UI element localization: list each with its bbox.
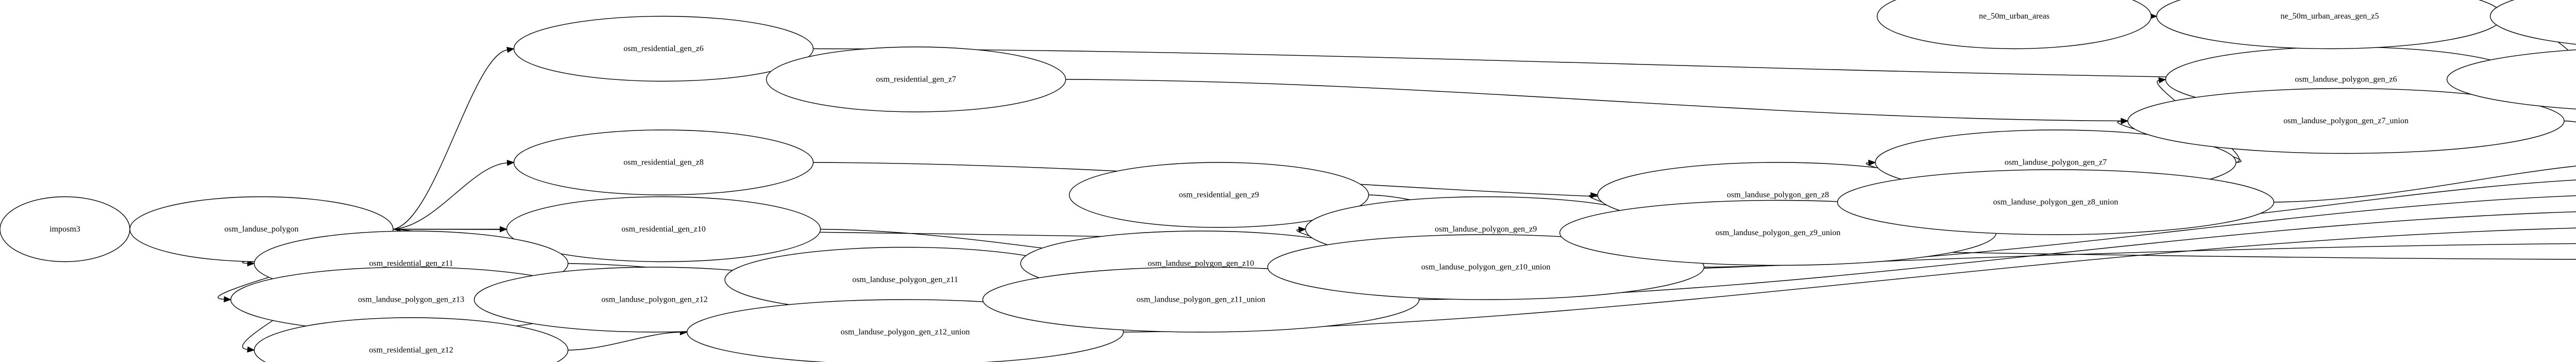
node-label: osm_landuse_polygon_gen_z12_union	[841, 328, 970, 337]
node-label: osm_residential_gen_z8	[623, 158, 704, 167]
node-label: osm_residential_gen_z12	[369, 346, 453, 355]
graph-node-osm_residential_gen_z6[interactable]: osm_residential_gen_z6	[513, 15, 814, 82]
node-label: osm_landuse_polygon_gen_z7_union	[2283, 117, 2409, 125]
node-ellipse	[1876, 0, 2152, 50]
graph-node-osm_residential_gen_z12[interactable]: osm_residential_gen_z12	[253, 317, 569, 362]
node-label: osm_landuse_polygon_gen_z10	[1148, 259, 1254, 268]
node-label: ne_50m_urban_areas	[1979, 12, 2049, 21]
graph-edge	[393, 159, 515, 230]
node-ellipse	[513, 129, 814, 195]
graph-node-ne_50m_urban_areas_gen_z5[interactable]: ne_50m_urban_areas_gen_z5	[2156, 0, 2503, 50]
graph-node-osm_landuse_polygon_gen_z7_union[interactable]: osm_landuse_polygon_gen_z7_union	[2127, 88, 2565, 154]
node-label: osm_landuse_polygon_gen_z13	[358, 295, 464, 304]
node-ellipse	[253, 317, 569, 362]
graph-edge	[1123, 227, 2576, 333]
node-label: osm_landuse_polygon_gen_z9_union	[1716, 228, 1841, 237]
graph-node-ne_50m_urban_areas_gen_z4[interactable]: ne_50m_urban_areas_gen_z4	[2489, 0, 2576, 49]
node-label: osm_landuse_polygon_gen_z10_union	[1421, 263, 1551, 272]
node-label: osm_residential_gen_z7	[876, 75, 956, 84]
node-label: osm_landuse_polygon_gen_z6	[2295, 75, 2397, 84]
node-label: osm_landuse_polygon_gen_z8	[1727, 191, 1829, 200]
node-label: osm_landuse_polygon_gen_z7	[2005, 158, 2107, 167]
node-label: imposm3	[49, 225, 80, 234]
graph-node-osm_landuse_polygon_gen_z8_union[interactable]: osm_landuse_polygon_gen_z8_union	[1837, 169, 2275, 235]
node-label: osm_landuse_polygon_gen_z8_union	[1993, 198, 2119, 207]
node-ellipse	[766, 46, 1066, 112]
node-label: osm_residential_gen_z9	[1179, 191, 1259, 200]
graph-node-osm_landuse_polygon_gen_z6_union[interactable]: osm_landuse_polygon_gen_z6_union	[2446, 47, 2576, 112]
node-label: osm_landuse_polygon_gen_z12	[601, 295, 707, 304]
node-ellipse	[2127, 88, 2565, 154]
node-label: osm_landuse_polygon_gen_z9	[1435, 225, 1537, 234]
node-ellipse	[2446, 49, 2576, 110]
graph-node-osm_residential_gen_z7[interactable]: osm_residential_gen_z7	[766, 46, 1066, 112]
node-label: osm_landuse_polygon_gen_z11_union	[1137, 295, 1265, 304]
node-ellipse	[1069, 162, 1369, 228]
node-label: osm_residential_gen_z6	[623, 44, 704, 53]
node-label: ne_50m_urban_areas_gen_z5	[2280, 12, 2379, 21]
graph-node-osm_residential_gen_z8[interactable]: osm_residential_gen_z8	[513, 129, 814, 195]
graph-node-ne_50m_urban_areas[interactable]: ne_50m_urban_areas	[1876, 0, 2152, 50]
graph-node-osm_residential_gen_z10[interactable]: osm_residential_gen_z10	[506, 196, 821, 262]
graph-node-imposm3[interactable]: imposm3	[0, 196, 130, 262]
graph-node-osm_residential_gen_z9[interactable]: osm_residential_gen_z9	[1069, 162, 1369, 228]
node-label: osm_landuse_polygon	[225, 225, 299, 234]
graph-edge	[1065, 79, 2129, 124]
graph-edge	[2564, 120, 2576, 123]
node-ellipse	[506, 196, 821, 262]
graph-edge	[568, 329, 688, 351]
node-label: osm_landuse_polygon_gen_z11	[852, 275, 958, 284]
node-ellipse	[1837, 169, 2275, 235]
node-ellipse	[513, 15, 814, 82]
node-label: osm_residential_gen_z11	[369, 259, 453, 268]
node-ellipse	[2156, 0, 2503, 50]
node-label: osm_residential_gen_z10	[621, 225, 706, 234]
graph-edge	[2274, 166, 2576, 203]
graph-edge	[393, 46, 515, 230]
node-ellipse	[2489, 0, 2576, 45]
